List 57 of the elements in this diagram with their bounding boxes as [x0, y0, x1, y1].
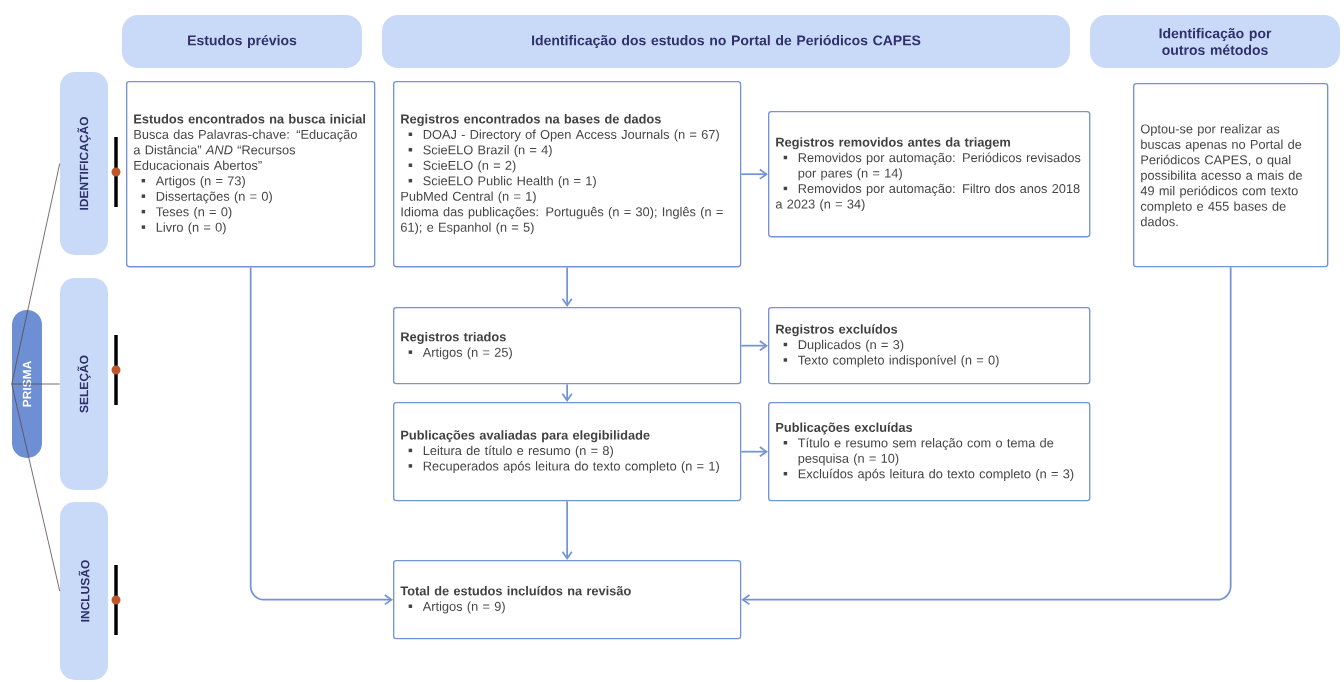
- connector-line: [11, 163, 61, 385]
- list-item: Dissertações (n = 0): [141, 191, 272, 204]
- arrow: [741, 266, 1232, 606]
- body-text: Idioma das publicações: Português (n = 30); Inglês (n = 61); e Espanhol (n = 5): [401, 206, 723, 235]
- list-item: Removidos por automação: Filtro dos anos 2018 a 2023 (n = 34): [775, 183, 1080, 212]
- section-header: Estudos prévios: [122, 14, 362, 69]
- list-item: Artigos (n = 9): [408, 601, 505, 614]
- method-label: PRISMA: [12, 310, 42, 458]
- box-heading: Registros removidos antes da triagem: [776, 137, 1010, 150]
- arrow: [740, 168, 768, 180]
- stage-band: SELEÇÃO: [60, 278, 108, 490]
- list-item: Excluídos após leitura do texto completo (n = 3): [783, 468, 1074, 481]
- list-item: ScieELO Public Health (n = 1): [408, 176, 596, 188]
- list-item: Recuperados após leitura do texto completo (n = 1): [408, 461, 719, 474]
- arrow: [561, 500, 573, 560]
- process-box: [768, 402, 1091, 502]
- body-text: Optou-se por realizar as buscas apenas no Portal de Periódicos CAPES, o qual possibilita acesso a mais de 49 mil periódicos com texto completo e 455 bases de dados.: [1140, 124, 1302, 227]
- list-item: Removidos por automação: Periódicos revisados por pares (n = 14): [783, 152, 1081, 181]
- arrow: [740, 340, 768, 352]
- box-heading: Registros triados: [401, 332, 506, 344]
- process-box: [393, 307, 742, 385]
- section-header: Identificação dos estudos no Portal de Periódicos CAPES: [382, 14, 1070, 69]
- list-item: Leitura de título e resumo (n = 8): [408, 445, 613, 458]
- box-heading: Estudos encontrados na busca inicial: [134, 114, 365, 124]
- list-item: Livro (n = 0): [141, 222, 226, 235]
- list-item: Texto completo indisponível (n = 0): [783, 355, 999, 368]
- note-box: [1133, 83, 1329, 268]
- list-item: Artigos (n = 25): [408, 347, 512, 360]
- section-header: Identificação por outros métodos: [1090, 14, 1340, 69]
- box-heading: Registros encontrados na bases de dados: [401, 114, 661, 127]
- connector-line: [11, 383, 61, 592]
- process-box: [393, 402, 742, 502]
- arrow: [561, 266, 573, 307]
- list-item: ScieELO Brazil (n = 4): [408, 145, 552, 157]
- box-heading: Publicações excluídas: [776, 422, 913, 435]
- list-item: ScieELO (n = 2): [408, 160, 516, 173]
- list-item: DOAJ - Directory of Open Access Journals (n = 67): [408, 129, 719, 142]
- list-item: Título e resumo sem relação com o tema de pesquisa (n = 10): [783, 437, 1054, 466]
- arrow: [249, 266, 393, 606]
- list-item: Teses (n = 0): [141, 206, 232, 219]
- list-item: Duplicados (n = 3): [783, 339, 904, 352]
- process-box: [768, 111, 1091, 238]
- body-text: Busca das Palavras-chave: “Educação a Distância” AND “Recursos Educacionais Abertos”: [133, 129, 357, 170]
- process-box: [768, 307, 1091, 385]
- process-box: [393, 81, 742, 268]
- box-heading: Total de estudos incluídos na revisão: [400, 585, 631, 596]
- box-heading: Publicações avaliadas para elegibilidade: [401, 430, 650, 443]
- arrow: [561, 383, 573, 402]
- process-box: [393, 560, 742, 640]
- list-item: Artigos (n = 73): [141, 176, 245, 188]
- stage-band: IDENTIFICAÇÃO: [60, 72, 108, 255]
- stage-band: INCLUSÃO: [60, 502, 108, 680]
- connector-line: [11, 383, 61, 385]
- process-box: [126, 81, 376, 268]
- body-text: PubMed Central (n = 1): [401, 191, 536, 204]
- box-heading: Registros excluídos: [776, 324, 898, 337]
- arrow: [740, 446, 768, 458]
